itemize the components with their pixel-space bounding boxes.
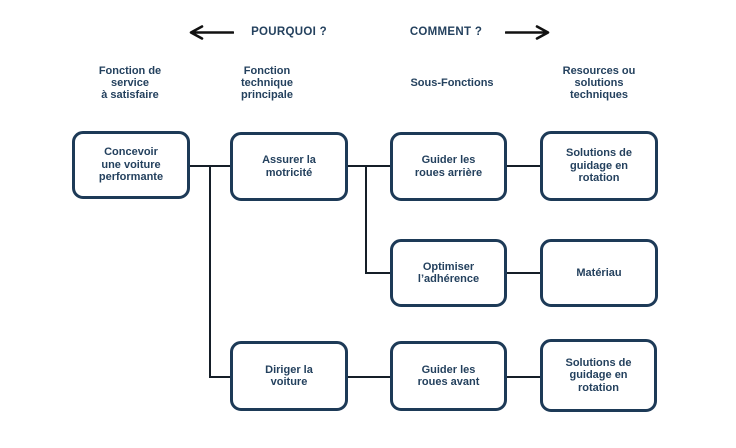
connector-concevoir-diriger-horizontal: [209, 376, 232, 378]
box-diriger-voiture: Diriger la voiture: [230, 341, 348, 411]
connector-guider-arriere-solutions: [505, 165, 542, 167]
box-guider-roues-avant: Guider les roues avant: [390, 341, 507, 411]
box-solutions-guidage-2: Solutions de guidage en rotation: [540, 339, 657, 412]
box-concevoir-voiture: Concevoir une voiture performante: [72, 131, 190, 199]
connector-optimiser-materiau: [505, 272, 542, 274]
box-optimiser-adherence: Optimiser l’adhérence: [390, 239, 507, 307]
connector-guider-avant-solutions: [505, 376, 542, 378]
column-header-fonction-service: Fonction de service à satisfaire: [98, 65, 162, 101]
arrow-left-icon: [189, 25, 234, 40]
box-materiau: Matériau: [540, 239, 658, 307]
connector-assurer-optimiser-horizontal: [365, 272, 392, 274]
box-solutions-guidage-1: Solutions de guidage en rotation: [540, 131, 658, 201]
box-assurer-motricite: Assurer la motricité: [230, 132, 348, 201]
comment-label: COMMENT ?: [409, 26, 483, 38]
box-guider-roues-arriere: Guider les roues arrière: [390, 132, 507, 201]
column-header-sous-fonctions: Sous-Fonctions: [410, 77, 494, 89]
connector-assurer-optimiser-vertical: [365, 165, 367, 274]
connector-concevoir-diriger-vertical: [209, 165, 211, 378]
column-header-resources: Resources ou solutions techniques: [562, 65, 636, 101]
arrow-right-icon: [505, 25, 550, 40]
pourquoi-label: POURQUOI ?: [251, 26, 327, 38]
connector-diriger-guider-avant: [346, 376, 392, 378]
connector-assurer-guider-arriere: [346, 165, 392, 167]
column-header-fonction-technique: Fonction technique principale: [241, 65, 293, 101]
